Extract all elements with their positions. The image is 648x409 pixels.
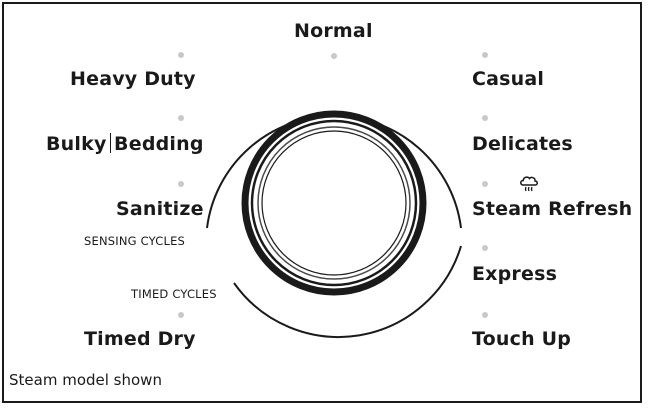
indicator-delicates: [482, 115, 488, 121]
sensing-cycles-label: SENSING CYCLES: [84, 234, 186, 248]
indicator-heavy-duty: [178, 52, 184, 58]
cycle-casual[interactable]: Casual: [472, 68, 545, 90]
cycle-steam-refresh[interactable]: Steam Refresh: [472, 198, 633, 220]
cycle-delicates[interactable]: Delicates: [472, 133, 573, 155]
indicator-bulky-bedding: [178, 115, 184, 121]
indicator-steam-refresh: [482, 181, 488, 187]
indicator-express: [482, 245, 488, 251]
cycle-normal[interactable]: Normal: [294, 20, 373, 42]
cycle-sanitize[interactable]: Sanitize: [116, 198, 204, 220]
indicator-timed-dry: [178, 312, 184, 318]
indicator-sanitize: [178, 181, 184, 187]
timed-cycles-label: TIMED CYCLES: [131, 287, 217, 301]
label-separator: [109, 133, 112, 153]
cycle-touch-up[interactable]: Touch Up: [472, 328, 572, 350]
cycle-timed-dry[interactable]: Timed Dry: [84, 328, 196, 350]
indicator-touch-up: [482, 312, 488, 318]
cycle-bulky-bedding[interactable]: Bulky Bedding: [46, 133, 204, 155]
cycle-bedding-label: Bedding: [114, 133, 204, 155]
cycle-selector-knob[interactable]: [241, 110, 427, 296]
cycle-bulky-label: Bulky: [46, 133, 107, 155]
steam-cloud-icon: [520, 176, 538, 192]
timed-cycles-arc: [233, 245, 462, 339]
footer-note: Steam model shown: [9, 371, 162, 389]
indicator-casual: [482, 52, 488, 58]
indicator-normal: [331, 53, 337, 59]
cycle-express[interactable]: Express: [472, 263, 558, 285]
cycle-heavy-duty[interactable]: Heavy Duty: [70, 68, 196, 90]
